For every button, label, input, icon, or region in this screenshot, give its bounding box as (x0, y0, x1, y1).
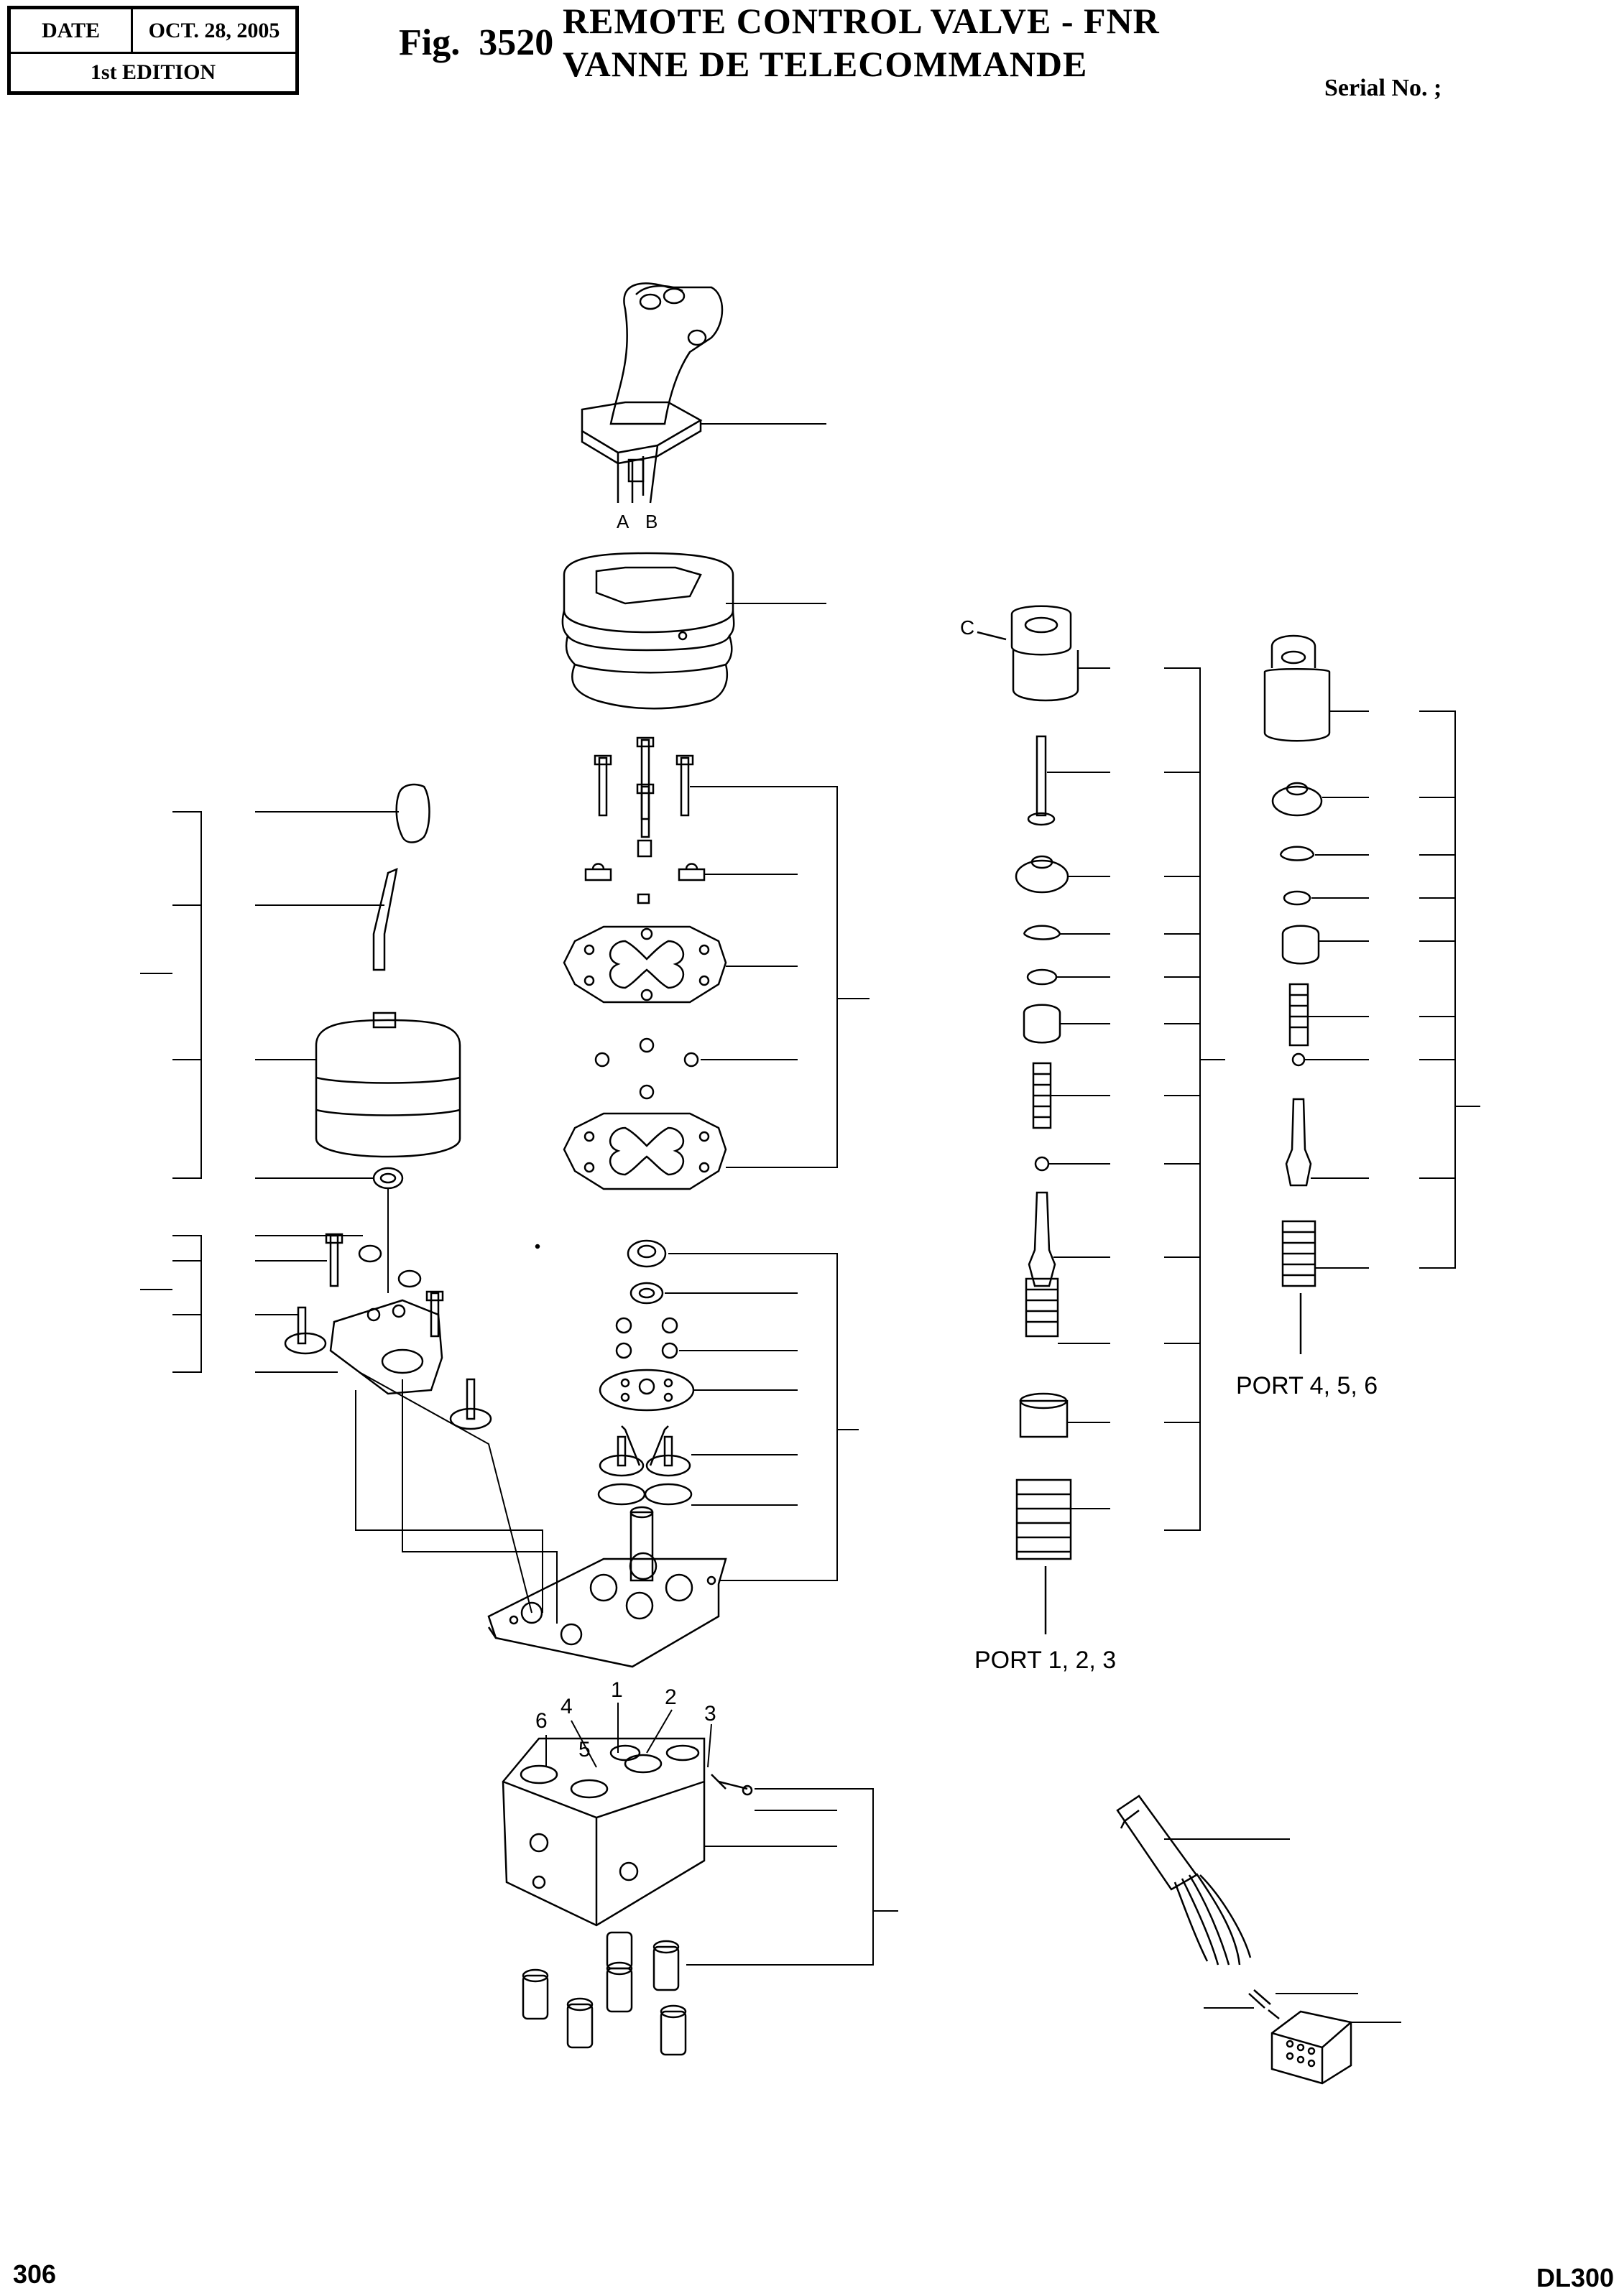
port456-stack (1263, 634, 1331, 1354)
port-fittings (522, 1931, 687, 2056)
port-number-6: 6 (535, 1709, 548, 1733)
left-leaders (140, 811, 558, 1624)
port123-leaders (1047, 667, 1225, 1531)
title-english: REMOTE CONTROL VALVE - FNR (563, 1, 1160, 41)
lever-rod (372, 867, 398, 971)
port123-stack (977, 605, 1079, 1634)
header-date-box: DATE OCT. 28, 2005 1st EDITION (7, 6, 299, 95)
edition-label: 1st EDITION (90, 60, 216, 84)
page-number: 306 (13, 2259, 57, 2289)
port-number-3: 3 (704, 1702, 716, 1726)
mounting-bolts (594, 736, 694, 858)
pushers (597, 1425, 693, 1506)
port-number-2: 2 (665, 1685, 677, 1709)
date-label: DATE (11, 9, 133, 54)
lever-boot (315, 1012, 461, 1158)
connector-pins (1248, 1989, 1280, 2019)
port-label-123: PORT 1, 2, 3 (974, 1647, 1116, 1674)
connector-housing (1270, 2010, 1352, 2085)
wire-harness (1116, 1795, 1252, 1966)
lever-knob (395, 783, 430, 843)
figure-label: Fig. 3520 (399, 22, 553, 64)
serial-number: Serial No. ; (1324, 75, 1442, 101)
lever-label-b: B (645, 511, 658, 532)
center-leaders (665, 423, 898, 1966)
joystick-handle (581, 282, 724, 504)
plate-upper (563, 925, 727, 1004)
plate-lower (563, 1112, 727, 1190)
port-number-5: 5 (578, 1738, 591, 1762)
port-number-1: 1 (611, 1678, 623, 1702)
rubber-boot (561, 552, 735, 710)
lever-label-a: A (617, 511, 629, 532)
cover-plate (487, 1506, 727, 1668)
figure-number: 3520 (479, 22, 554, 63)
valve-body (502, 1737, 753, 1927)
port-label-456: PORT 4, 5, 6 (1236, 1372, 1378, 1399)
port456-leaders (1304, 710, 1480, 1269)
date-value: OCT. 28, 2005 (133, 9, 295, 54)
port-number-4: 4 (561, 1695, 573, 1718)
clips (584, 863, 706, 904)
lever-nut (372, 1167, 404, 1190)
spacers (594, 1037, 699, 1100)
model-code: DL300 (1536, 2263, 1615, 2292)
figure-prefix: Fig. (399, 22, 461, 63)
title-french: VANNE DE TELECOMMANDE (563, 44, 1088, 84)
cam-and-washers (599, 1239, 695, 1412)
harness-leaders (1164, 1838, 1401, 2023)
callout-label-c: C (960, 616, 974, 639)
